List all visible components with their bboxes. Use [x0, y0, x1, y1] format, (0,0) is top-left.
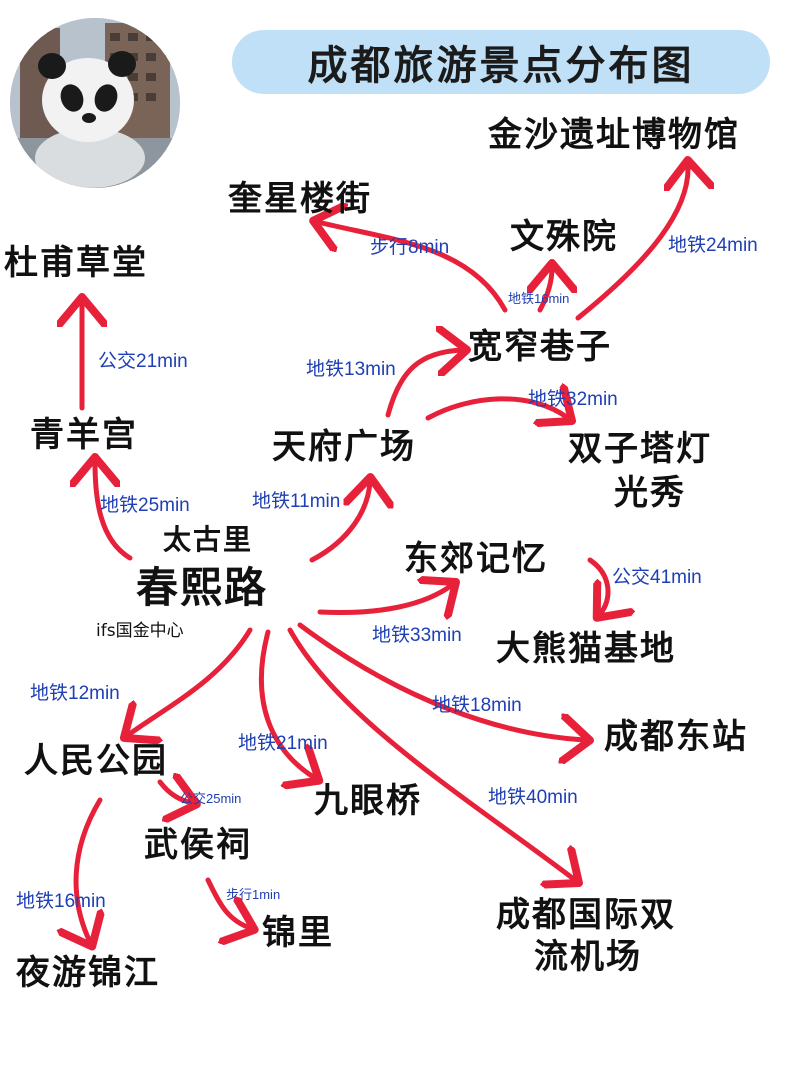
edge-label-kuanzhai-jinsha: 地铁24min [668, 235, 758, 256]
panda-icon [10, 18, 180, 188]
edge-label-chunxi-eastst: 地铁18min [432, 695, 522, 716]
node-ifs: ifs国金中心 [96, 621, 184, 641]
arrow-renmin-yeyou [76, 797, 100, 942]
edge-label-renmin-wuhou: 公交25min [180, 791, 242, 806]
node-panda: 大熊猫基地 [496, 629, 676, 669]
arrow-kuanzhai-wenshu [540, 268, 552, 313]
edge-label-renmin-yeyou: 地铁16min [16, 891, 106, 912]
node-taikooli: 太古里 [163, 523, 254, 556]
node-wenshu: 文殊院 [510, 217, 618, 257]
arrow-kuanzhai-kuixing [318, 222, 508, 313]
edge-label-kuanzhai-wenshu: 地铁16min [508, 291, 570, 306]
node-jinsha: 金沙遗址博物馆 [488, 115, 740, 155]
node-shuangzi-line2: 光秀 [614, 473, 686, 513]
edge-label-chunxi-tianfu: 地铁11min [252, 491, 341, 512]
edge-label-chunxi-renmin: 地铁12min [30, 683, 120, 704]
arrow-kuanzhai-jinsha [575, 165, 688, 321]
edge-label-qingyang-dufu: 公交21min [98, 351, 188, 372]
node-airport-line2: 流机场 [534, 937, 642, 977]
node-kuixing: 奎星楼街 [228, 179, 372, 219]
arrow-dongjiao-panda [587, 557, 608, 614]
node-kuanzhai: 宽窄巷子 [468, 327, 612, 367]
arrow-chunxi-qingyang [95, 462, 133, 561]
arrow-wuhou-jinli [205, 877, 250, 928]
edge-label-chunxi-dongjiao: 地铁33min [372, 625, 462, 646]
edge-label-tianfu-shuangzi: 地铁32min [528, 389, 618, 410]
arrow-chunxi-dongjiao [317, 585, 452, 613]
node-renmin: 人民公园 [24, 741, 168, 781]
node-airport-line1: 成都国际双 [496, 895, 676, 935]
arrow-tianfu-shuangzi [425, 399, 568, 418]
edge-label-dongjiao-panda: 公交41min [612, 567, 702, 588]
node-eastst: 成都东站 [604, 717, 748, 757]
edge-label-kuanzhai-kuixing: 步行8min [370, 237, 450, 258]
edge-label-chunxi-jiuyan: 地铁21min [238, 733, 328, 754]
node-jinli: 锦里 [262, 913, 334, 953]
node-dongjiao: 东郊记忆 [404, 539, 548, 579]
arrow-chunxi-tianfu [309, 482, 370, 563]
panda-sculpture-avatar [10, 18, 180, 188]
edge-label-chunxi-qingyang: 地铁25min [100, 495, 190, 516]
edge-label-tianfu-kuanzhai: 地铁13min [306, 359, 396, 380]
edge-label-wuhou-jinli: 步行1min [226, 887, 281, 902]
page-title: 成都旅游景点分布图 [307, 43, 695, 89]
node-wuhou: 武侯祠 [144, 825, 252, 865]
node-qingyang: 青羊宫 [30, 415, 138, 455]
node-shuangzi-line1: 双子塔灯 [568, 429, 712, 469]
title-banner: 成都旅游景点分布图 [232, 30, 770, 94]
node-chunxi: 春熙路 [136, 563, 269, 612]
arrow-tianfu-kuanzhai [385, 350, 462, 418]
arrow-renmin-wuhou [157, 782, 192, 803]
node-yeyou: 夜游锦江 [16, 953, 160, 993]
arrow-chunxi-airport [287, 627, 575, 880]
edge-label-chunxi-airport: 地铁40min [488, 787, 578, 808]
arrow-chunxi-renmin [128, 627, 253, 735]
arrow-chunxi-jiuyan [259, 629, 315, 778]
node-dufu: 杜甫草堂 [4, 243, 148, 283]
node-jiuyan: 九眼桥 [314, 781, 422, 821]
arrow-chunxi-eastst [297, 622, 585, 740]
node-tianfu: 天府广场 [272, 427, 416, 467]
